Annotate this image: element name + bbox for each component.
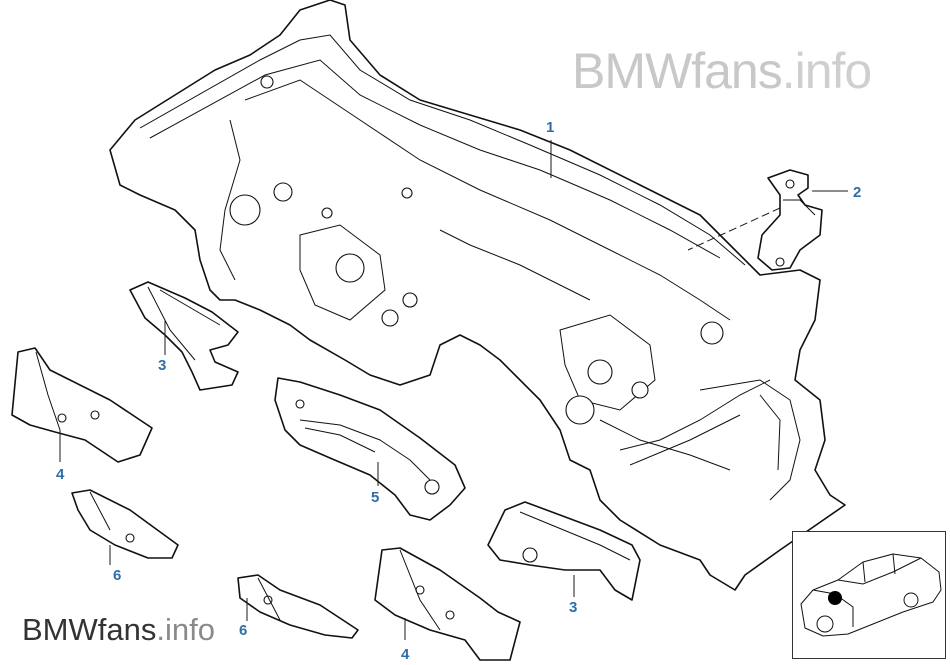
part-4-member-upper bbox=[11, 347, 153, 463]
part-4-member-lower bbox=[374, 547, 521, 661]
callout-6-lower: 6 bbox=[239, 622, 247, 639]
part-3-support-upper bbox=[129, 281, 239, 391]
part-3-support-lower bbox=[487, 501, 641, 601]
callout-3-lower: 3 bbox=[569, 599, 577, 616]
car-location-thumbnail bbox=[792, 531, 946, 659]
part-6-plate-upper bbox=[71, 489, 179, 559]
callout-6-upper: 6 bbox=[113, 567, 121, 584]
callout-4-upper: 4 bbox=[56, 466, 65, 483]
watermark-bottom: BMWfans.info bbox=[22, 612, 215, 647]
callout-4-lower: 4 bbox=[401, 646, 410, 663]
callout-1: 1 bbox=[546, 119, 554, 136]
callout-3-upper: 3 bbox=[158, 357, 166, 374]
part-5-tunnel-brace bbox=[274, 377, 466, 521]
part-2-bracket bbox=[757, 169, 823, 271]
part-6-plate-lower bbox=[237, 574, 359, 639]
callout-5: 5 bbox=[371, 489, 379, 506]
callout-2: 2 bbox=[853, 184, 861, 201]
car-location-icon bbox=[800, 553, 942, 637]
part-1-bulkhead bbox=[109, 0, 846, 591]
leader-lines bbox=[59, 140, 848, 640]
watermark-top: BMWfans.info bbox=[572, 43, 872, 99]
